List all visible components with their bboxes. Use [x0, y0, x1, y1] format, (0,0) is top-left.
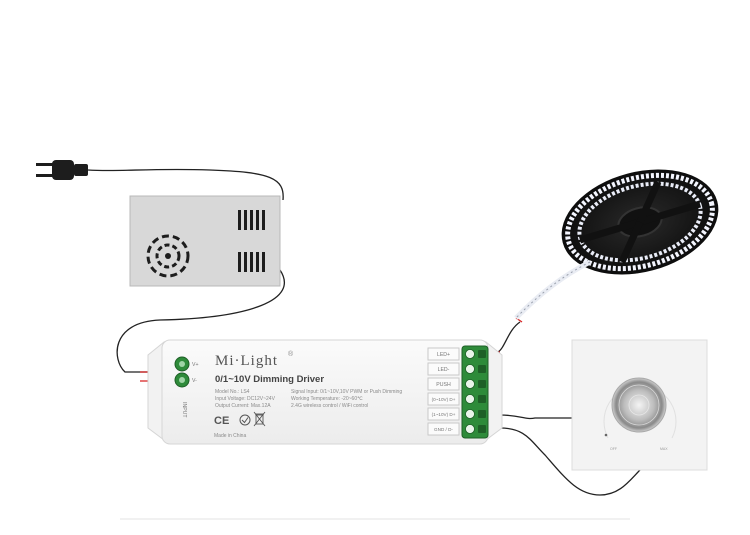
dimmer-label-off: OFF [610, 447, 617, 451]
spec-working-temperature: Working Temperature: -20~60℃ [291, 396, 363, 402]
baseline-shadow [120, 518, 630, 520]
terminal-screw-gnd [465, 424, 475, 434]
spec-wireless-control: 2.4G wireless control / WiFi control [291, 403, 368, 409]
spec-signal-input: Signal Input: 0/1~10V,10V PWM or Push Di… [291, 389, 402, 395]
brand-logo: Mi·Light [215, 353, 278, 369]
certification-marks: CE [214, 411, 266, 427]
terminal-label-led-plus: LED+ [437, 352, 450, 358]
led-strip-tail [514, 259, 592, 320]
output-terminal-block [461, 345, 489, 439]
spec-model: Model No.: LS4 [215, 389, 250, 395]
power-supply-unit [129, 195, 281, 287]
led-strip-reel [514, 169, 719, 320]
ce-mark-icon: CE [214, 415, 229, 427]
input-terminal-block: V+ V- INPUT [174, 356, 199, 418]
input-minus-label: V- [192, 378, 197, 384]
wires [87, 168, 641, 496]
dimming-driver: V+ V- INPUT Mi·Light ® 0/1~10V Dimming D… [147, 339, 503, 445]
mains-cable [87, 168, 284, 201]
spec-output-current: Output Current: Max.12A [215, 403, 271, 409]
registered-mark: ® [288, 350, 294, 358]
terminal-label-gnd: GND / D- [434, 427, 453, 432]
psu-fan-icon [146, 234, 190, 278]
weee-bin-icon [253, 411, 266, 427]
dimmer-cable-2 [499, 427, 641, 496]
terminal-screw-led-minus [465, 364, 475, 374]
terminal-screw-push [465, 379, 475, 389]
terminal-screw-1-10v [465, 409, 475, 419]
terminal-label-push: PUSH [436, 382, 451, 388]
terminal-screw-led-plus [465, 349, 475, 359]
terminal-label-1-10v: (1~10V) D+ [432, 412, 456, 417]
made-in-label: Made in China [214, 433, 246, 439]
device-title: 0/1~10V Dimming Driver [215, 374, 324, 385]
input-label: INPUT [181, 402, 187, 418]
psu-output-cable [116, 269, 286, 373]
dimmer-cable-1 [499, 414, 600, 420]
terminal-screw-0-10v [465, 394, 475, 404]
terminal-label-led-minus: LED- [438, 367, 450, 373]
dimmer-indicator-dot [604, 433, 608, 437]
strip-cable [497, 321, 521, 353]
power-plug-icon [36, 160, 88, 180]
input-plus-label: V+ [192, 362, 199, 368]
psu-vent-lower [238, 252, 265, 272]
wall-dimmer-panel: OFF MAX [571, 339, 708, 471]
check-mark-icon [239, 414, 251, 426]
terminal-label-0-10v: (0~10V) D+ [432, 397, 456, 402]
dimmer-knob[interactable] [611, 377, 667, 433]
output-terminal-labels: LED+ LED- PUSH (0~10V) D+ (1~10V) D+ GND… [427, 347, 460, 436]
psu-vent-upper [238, 210, 265, 230]
spec-input-voltage: Input Voltage: DC12V~24V [215, 396, 276, 402]
dimmer-label-max: MAX [660, 447, 668, 451]
